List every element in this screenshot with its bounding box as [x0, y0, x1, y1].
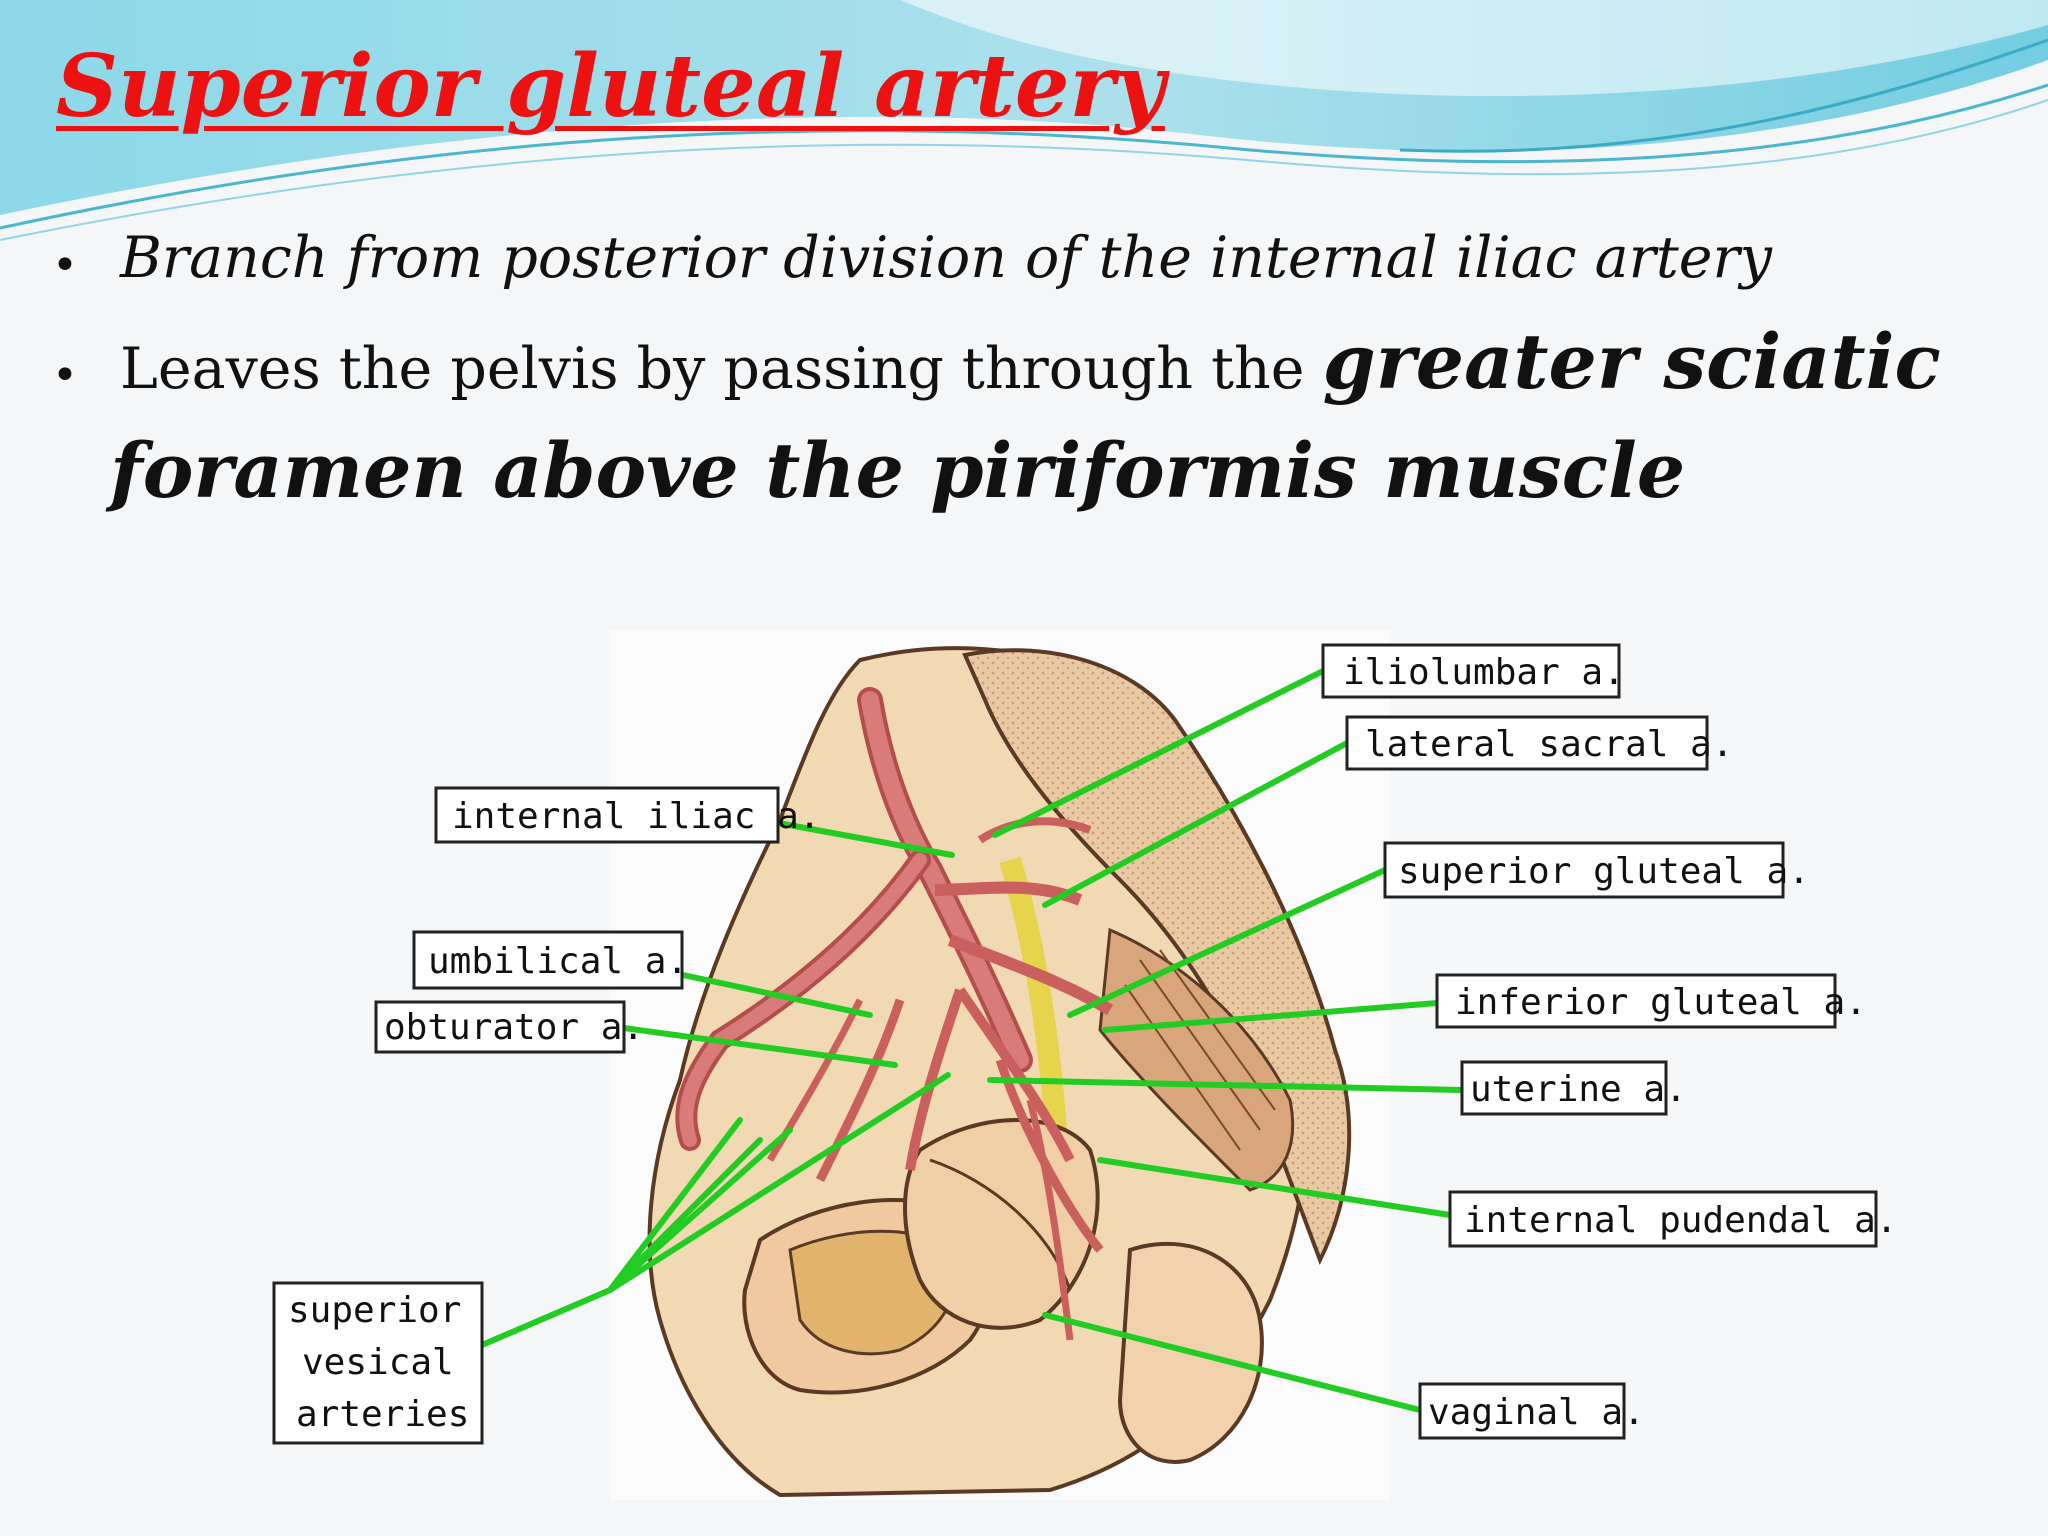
pointer-lines	[479, 668, 1465, 1413]
header-wave-decoration	[0, 0, 2048, 241]
label-text: vaginal a.	[1428, 1392, 1645, 1433]
label-internal-pudendal: internal pudendal a.	[1448, 1190, 1890, 1248]
label-lateral-sacral: lateral sacral a.	[1345, 715, 1733, 771]
label-uterine: uterine a.	[1460, 1060, 1687, 1116]
anatomy-illustration	[610, 630, 1390, 1500]
bullet-branch-origin: • Branch from posterior division of the …	[52, 218, 2012, 298]
slide-title: Superior gluteal artery	[56, 36, 1165, 137]
label-text: iliolumbar a.	[1343, 652, 1625, 693]
bullet-dot: •	[52, 240, 78, 291]
label-text: umbilical a.	[428, 941, 688, 982]
label-text: obturator a.	[384, 1007, 644, 1048]
label-text: lateral sacral a.	[1365, 724, 1733, 765]
label-text: superior	[288, 1290, 461, 1331]
pelvic-arteries-diagram: iliolumbar a. lateral sacral a. internal…	[272, 630, 1890, 1500]
label-inferior-gluteal: inferior gluteal a.	[1435, 973, 1867, 1029]
bullet-emphasis: greater sciatic	[1322, 317, 1941, 406]
bullet-dot: •	[52, 350, 78, 401]
bullet-text: Branch from posterior division of the in…	[120, 225, 1772, 291]
label-text: internal pudendal a.	[1464, 1200, 1890, 1241]
label-internal-iliac: internal iliac a.	[434, 786, 820, 844]
label-superior-vesical: superior vesical arteries	[272, 1281, 484, 1445]
label-vaginal: vaginal a.	[1418, 1382, 1645, 1440]
bullet-exit-route: • Leaves the pelvis by passing through t…	[52, 312, 2012, 523]
label-text: superior gluteal a.	[1398, 851, 1810, 892]
label-iliolumbar: iliolumbar a.	[1321, 643, 1625, 699]
label-text: arteries	[296, 1394, 469, 1435]
label-text: uterine a.	[1470, 1069, 1687, 1110]
bullet-text: Leaves the pelvis by passing through the	[120, 336, 1323, 402]
bullet-list: • Branch from posterior division of the …	[52, 218, 2012, 523]
bullet-emphasis-line2: foramen above the piriformis muscle	[110, 426, 1686, 515]
label-umbilical: umbilical a.	[412, 930, 688, 990]
label-text: inferior gluteal a.	[1455, 982, 1867, 1023]
label-superior-gluteal: superior gluteal a.	[1383, 841, 1810, 899]
label-obturator: obturator a.	[374, 1000, 644, 1054]
label-text: vesical	[302, 1342, 454, 1383]
label-text: internal iliac a.	[452, 796, 820, 837]
